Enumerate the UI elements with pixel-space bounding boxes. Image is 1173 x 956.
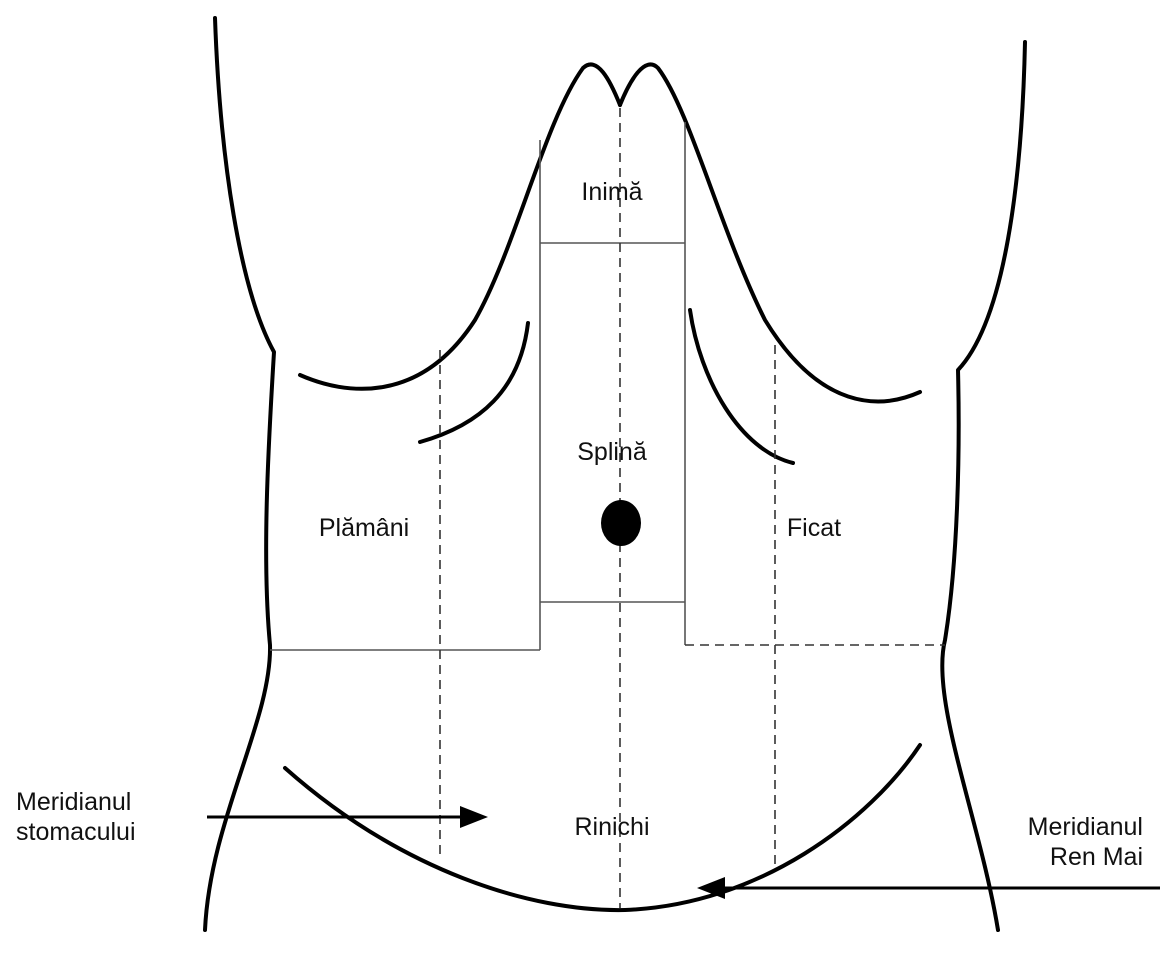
acupoint-dot	[601, 500, 641, 546]
heart-label: Inimă	[581, 177, 642, 207]
left-rib-curve	[420, 323, 528, 442]
ren-mai-meridian-label: Meridianul Ren Mai	[1028, 812, 1143, 872]
torso-right-outline	[942, 42, 1025, 930]
right-breast-outline	[620, 64, 920, 401]
kidneys-label: Rinichi	[574, 812, 649, 842]
lungs-label: Plămâni	[319, 513, 409, 543]
torso-left-outline	[205, 18, 274, 930]
ren-mai-label-line2: Ren Mai	[1028, 842, 1143, 872]
stomach-meridian-label-line2: stomacului	[16, 817, 136, 847]
spleen-label: Splină	[577, 437, 647, 467]
stomach-meridian-label-line1: Meridianul	[16, 787, 136, 817]
ren-mai-label-line1: Meridianul	[1028, 812, 1143, 842]
stomach-meridian-arrowhead	[460, 806, 488, 828]
left-breast-outline	[300, 64, 620, 388]
right-rib-curve	[690, 310, 793, 463]
liver-label: Ficat	[787, 513, 841, 543]
stomach-meridian-label: Meridianul stomacului	[16, 787, 136, 847]
